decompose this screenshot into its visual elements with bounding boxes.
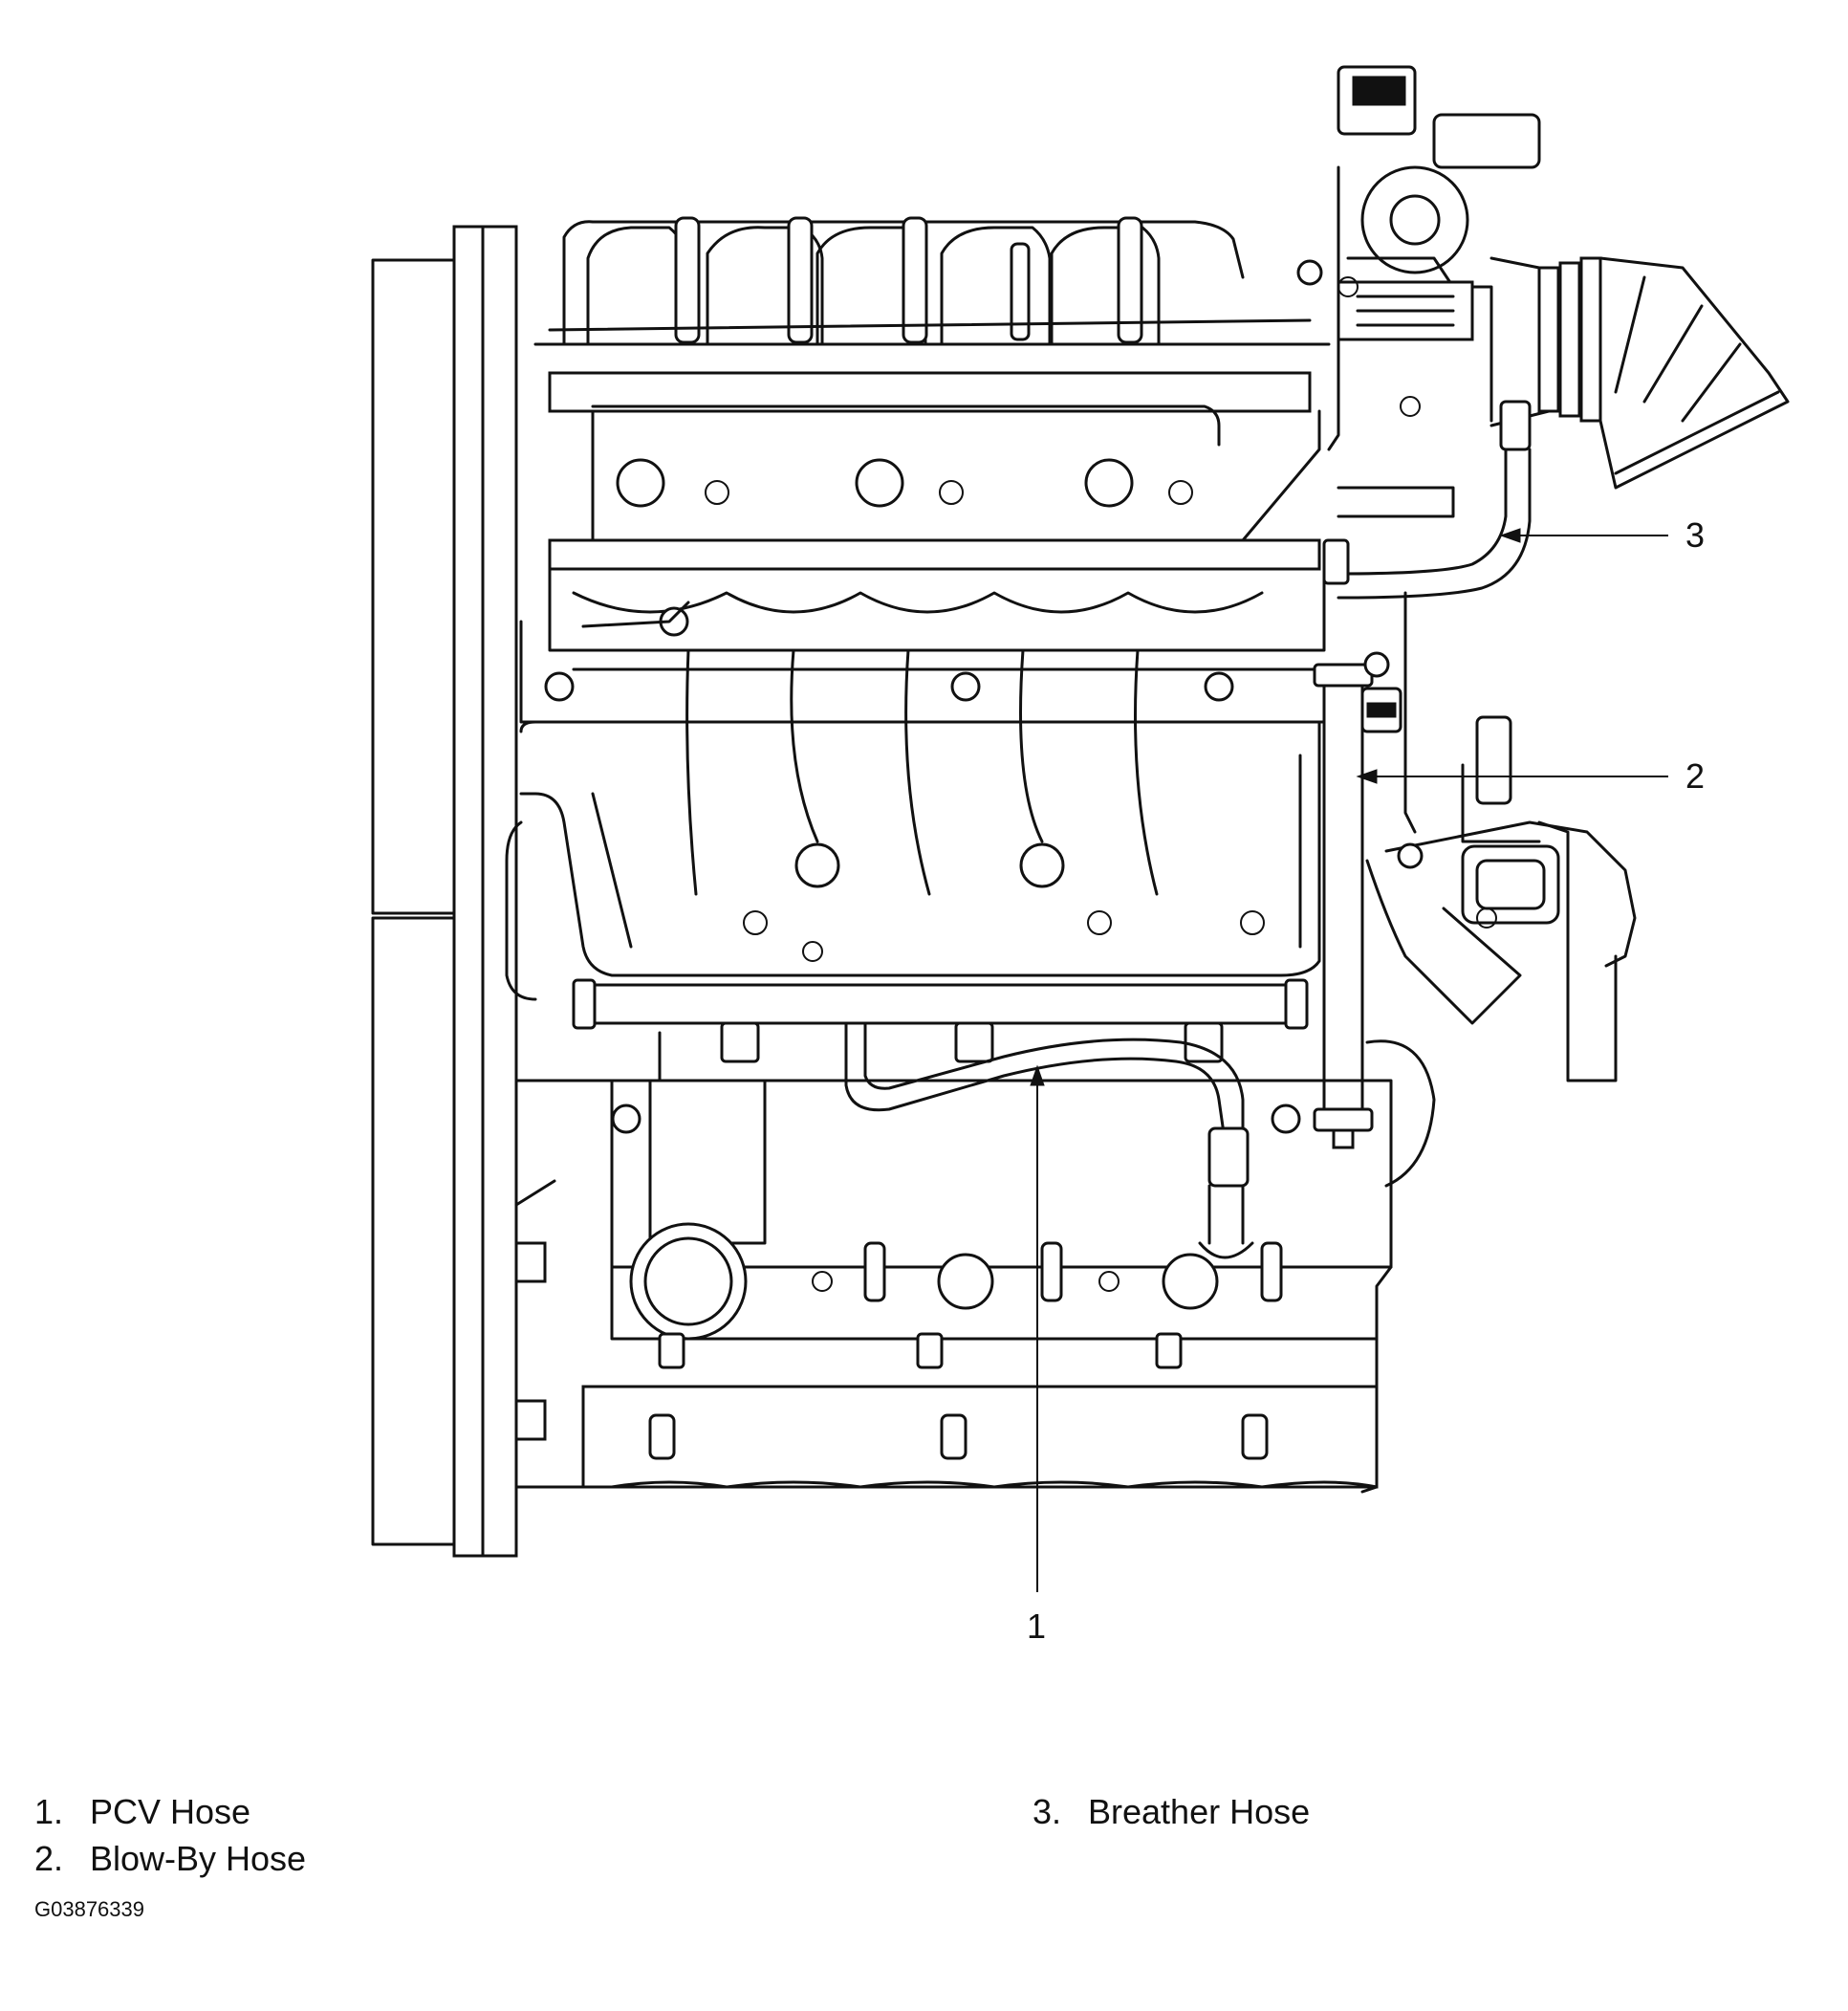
pcv-hose: [844, 1021, 1254, 1259]
water-outlet: [1360, 591, 1637, 1188]
figure-id: G03876339: [34, 1897, 144, 1921]
leader-arrow-2: [1356, 769, 1378, 784]
left-housing: [371, 225, 518, 1558]
leader-arrow-1: [1030, 1064, 1045, 1086]
legend-item-pcv-hose: 1. PCV Hose: [34, 1795, 250, 1829]
legend-item-breather-hose: 3. Breather Hose: [1033, 1795, 1310, 1829]
leader-lines: [1030, 528, 1668, 1592]
legend-number: 2.: [34, 1839, 64, 1878]
leader-arrow-3: [1499, 528, 1521, 543]
legend-item-blow-by-hose: 2. Blow-By Hose: [34, 1842, 306, 1876]
upper-valve-cover: [548, 371, 1326, 652]
lower-valve-cover: [505, 648, 1321, 1001]
callout-2: 2: [1685, 756, 1706, 796]
callout-3: 3: [1685, 515, 1706, 555]
legend-text: Breather Hose: [1088, 1792, 1311, 1831]
intake-manifold: [533, 216, 1331, 346]
legend-number: 1.: [34, 1792, 64, 1831]
engine-block: [514, 1079, 1393, 1494]
callout-1: 1: [1027, 1607, 1047, 1646]
breather-hose: [1322, 448, 1532, 600]
upper-cylinder-head: [519, 601, 1326, 724]
legend-text: Blow-By Hose: [90, 1839, 307, 1878]
legend-number: 3.: [1033, 1792, 1062, 1831]
legend-text: PCV Hose: [90, 1792, 251, 1831]
throttle-body: [1296, 65, 1790, 518]
fuel-rail: [572, 978, 1309, 1082]
blow-by-hose: [1313, 663, 1374, 1149]
